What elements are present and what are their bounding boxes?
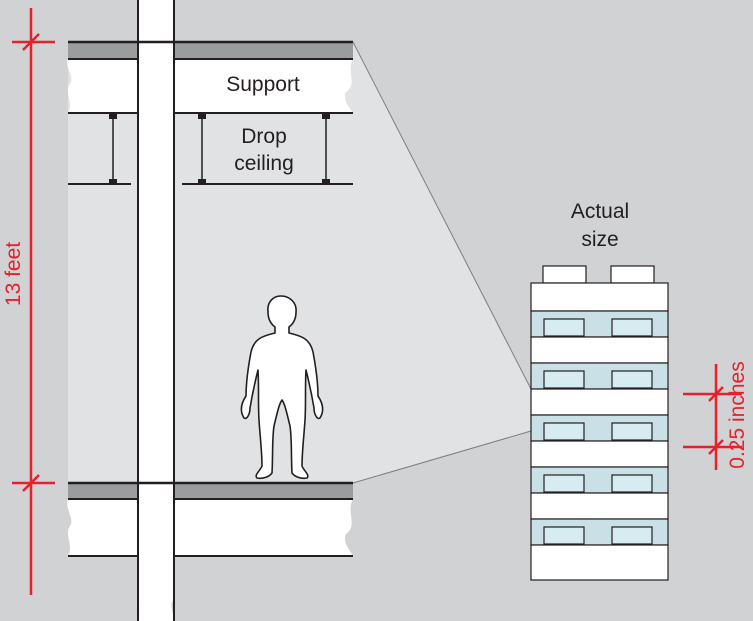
zoom-cone <box>68 42 531 483</box>
support-label: Support <box>226 73 300 96</box>
roof-box-right <box>610 265 655 284</box>
lower-floor-slab <box>67 481 354 557</box>
roof-box-left <box>542 265 587 284</box>
floor-height-dimension <box>12 8 55 595</box>
zoom-line-top <box>352 41 532 390</box>
actual-size-label-line1: Actual <box>571 200 629 223</box>
drop-ceiling-label-line1: Drop <box>241 125 287 148</box>
floor-height-label: 13 feet <box>2 242 25 306</box>
drop-ceiling-label-line2: ceiling <box>234 152 294 175</box>
layer-height-dimension <box>683 364 742 470</box>
zoom-line-bottom <box>352 430 532 484</box>
structural-column <box>136 0 175 621</box>
actual-size-label-line2: size <box>581 228 618 251</box>
layer-height-label: 0.25 inches <box>726 361 749 468</box>
human-silhouette-icon <box>240 295 324 480</box>
actual-size-model <box>530 265 669 581</box>
drop-ceiling <box>68 113 353 185</box>
upper-floor-slab <box>67 40 354 114</box>
